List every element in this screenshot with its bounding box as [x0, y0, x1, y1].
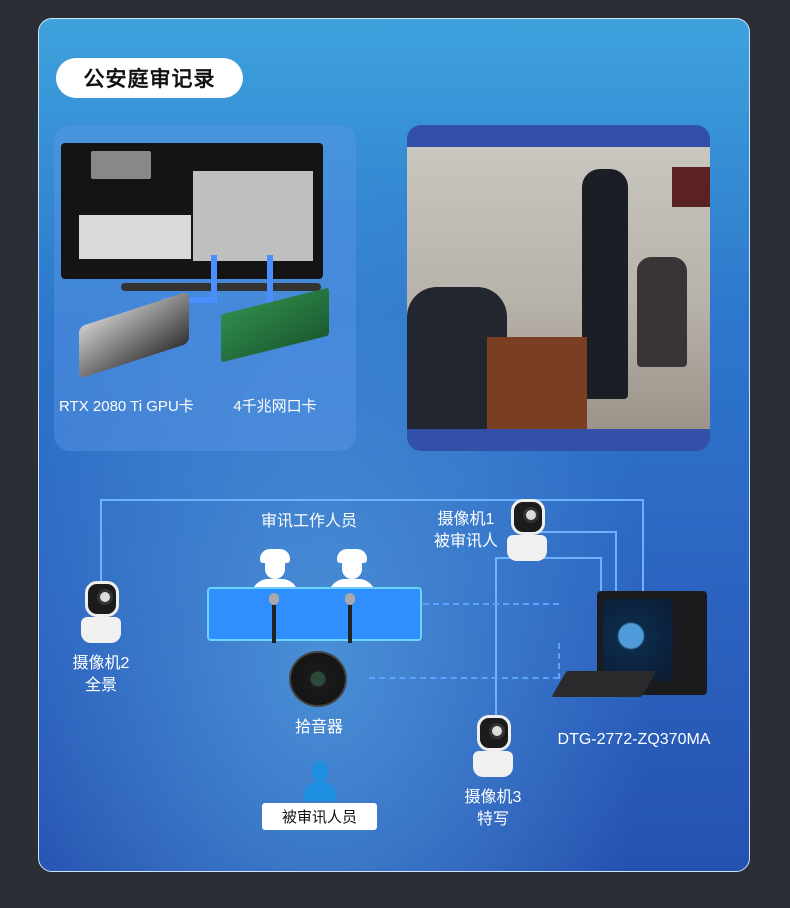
camera1-name: 摄像机1	[437, 511, 495, 528]
camera2-name: 摄像机2	[72, 655, 130, 672]
interrogation-photo-panel	[407, 125, 710, 451]
page-title: 公安庭审记录	[56, 58, 243, 98]
camera3-label: 摄像机3 特写	[453, 787, 533, 831]
arrow-gpu-h	[162, 297, 217, 303]
suspect-label: 被审讯人员	[262, 803, 377, 830]
pickup-device-icon	[289, 651, 347, 707]
camera2-label: 摄像机2 全景	[61, 653, 141, 697]
link-cam1	[539, 531, 616, 533]
nic-label: 4千兆网口卡	[233, 398, 317, 415]
interrogation-photo	[407, 147, 710, 429]
link-right	[642, 499, 644, 591]
gpu-label: RTX 2080 Ti GPU卡	[59, 398, 194, 415]
camera3-role: 特写	[476, 811, 509, 828]
microphone-icon	[345, 593, 355, 643]
arrow-gpu	[211, 255, 217, 303]
link-cam3-down	[495, 557, 497, 717]
device-model-label: DTG-2772-ZQ370MA	[557, 731, 711, 748]
link-top	[100, 499, 643, 501]
camera2-role: 全景	[84, 677, 117, 694]
camera3-icon	[471, 715, 515, 779]
link-pickup-v	[558, 643, 560, 679]
link-pickup	[369, 677, 559, 679]
pickup-label: 拾音器	[294, 719, 343, 736]
camera1-icon	[505, 499, 549, 563]
link-mics	[423, 603, 559, 605]
portable-workstation-image	[551, 587, 707, 697]
arrow-nic	[267, 255, 273, 303]
link-cam1-v	[615, 531, 617, 593]
mic-table	[207, 587, 422, 641]
camera1-role: 被审讯人	[433, 533, 498, 550]
chassis-rear-image	[61, 143, 323, 291]
content-card: 公安庭审记录 RTX 2080 Ti GPU卡 4千兆网口卡 审讯工作人员	[38, 18, 750, 872]
suspect-person-icon	[304, 761, 336, 801]
link-cam2	[100, 499, 102, 585]
link-cam3	[495, 557, 601, 559]
link-cam3-v	[600, 557, 602, 593]
camera2-icon	[79, 581, 123, 645]
staff-label: 审讯工作人员	[260, 513, 357, 530]
camera3-name: 摄像机3	[464, 789, 522, 806]
microphone-icon	[269, 593, 279, 643]
camera1-label: 摄像机1 被审讯人	[423, 509, 509, 553]
